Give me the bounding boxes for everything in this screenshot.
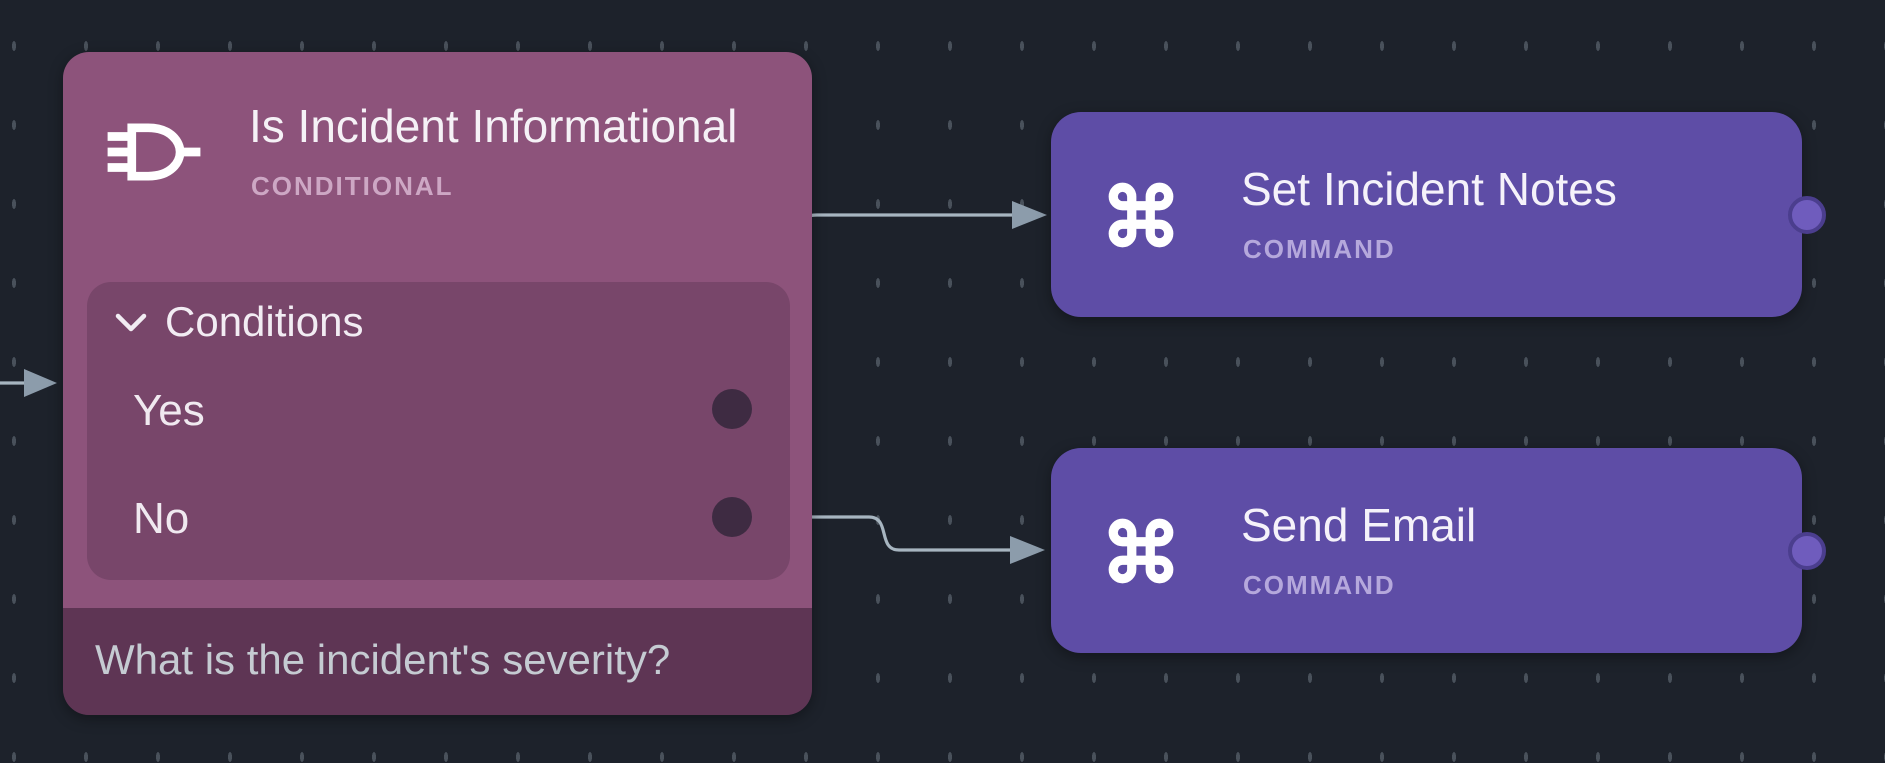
node-description-footer: What is the incident's severity?	[63, 608, 812, 715]
logic-gate-icon	[107, 123, 201, 181]
output-port[interactable]	[1788, 532, 1826, 570]
node-type-badge: COMMAND	[1243, 234, 1396, 264]
conditions-panel: Conditions Yes No	[87, 282, 790, 580]
chevron-down-icon[interactable]	[115, 313, 147, 333]
yes-output-port[interactable]	[712, 389, 752, 429]
node-title: Set Incident Notes	[1241, 163, 1617, 215]
conditional-node[interactable]: Is Incident Informational CONDITIONAL Co…	[63, 52, 812, 715]
command-node-set-incident-notes[interactable]: Set Incident Notes COMMAND	[1051, 112, 1826, 317]
node-type-badge: CONDITIONAL	[251, 171, 454, 201]
command-icon	[1108, 518, 1174, 584]
conditions-section-label[interactable]: Conditions	[165, 298, 364, 345]
command-node-send-email[interactable]: Send Email COMMAND	[1051, 448, 1826, 653]
node-description: What is the incident's severity?	[95, 636, 671, 683]
node-type-badge: COMMAND	[1243, 570, 1396, 600]
node-title: Is Incident Informational	[249, 100, 738, 152]
node-title: Send Email	[1241, 499, 1477, 551]
output-port[interactable]	[1788, 196, 1826, 234]
no-output-port[interactable]	[712, 497, 752, 537]
command-icon	[1108, 182, 1174, 248]
branch-label-no: No	[133, 494, 190, 543]
branch-label-yes: Yes	[133, 386, 205, 435]
